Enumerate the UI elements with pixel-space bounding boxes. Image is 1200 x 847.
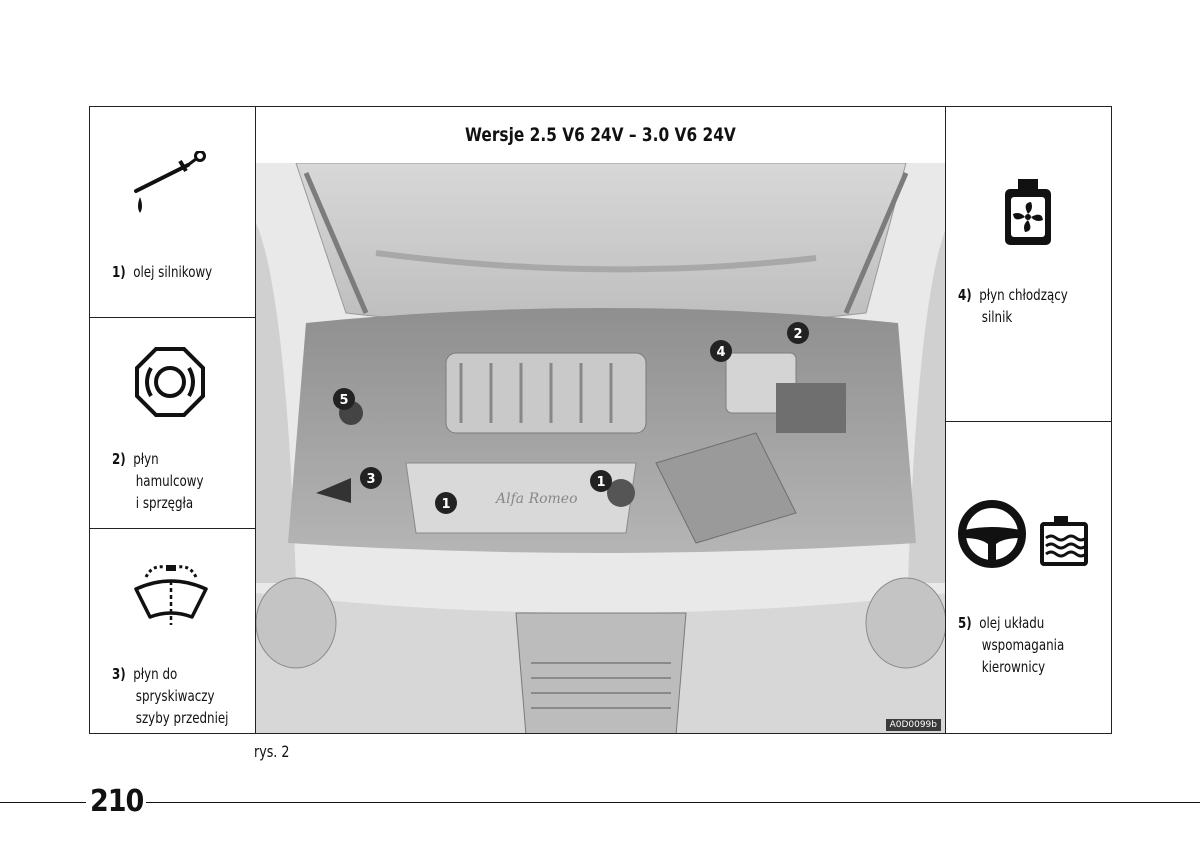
item-engine-oil: 1) olej silnikowy [90, 107, 255, 318]
item-5-number: 5) [958, 614, 972, 632]
item-5-text-line-2: wspomagania [981, 636, 1065, 654]
item-2-number: 2) [112, 450, 126, 468]
power-steering-fluid-icon [958, 500, 1088, 568]
svg-text:1: 1 [441, 497, 450, 512]
engine-cover-badge: Alfa Romeo [494, 491, 578, 507]
marker-1-oil-cap: 1 [590, 470, 612, 492]
marker-5-power-steering: 5 [333, 388, 355, 410]
item-3-text-line-3: szyby przedniej [135, 709, 229, 727]
item-brake-fluid: 2) płyn hamulcowy i sprzęgła [90, 318, 255, 529]
engine-bay-photo: Alfa Romeo 1 [256, 163, 945, 733]
engine-oil-dipstick-icon [134, 151, 206, 213]
marker-4-coolant: 4 [710, 340, 732, 362]
figure-caption: rys. 2 [254, 742, 290, 761]
engine-coolant-icon [1005, 179, 1051, 245]
svg-text:2: 2 [793, 327, 802, 342]
item-5-text-line-3: kierownicy [981, 658, 1046, 676]
figure-frame: 1) olej silnikowy 2) płyn hamulcowy i sp… [89, 106, 1112, 734]
left-column: 1) olej silnikowy 2) płyn hamulcowy i sp… [90, 107, 256, 733]
item-3-number: 3) [112, 665, 126, 683]
item-1-label: 1) olej silnikowy [112, 261, 212, 283]
svg-text:5: 5 [339, 393, 348, 408]
item-coolant: 4) płyn chłodzący silnik [946, 107, 1111, 422]
svg-text:3: 3 [366, 472, 375, 487]
item-2-label: 2) płyn hamulcowy i sprzęgła [112, 448, 204, 514]
engine-bay-illustration: Alfa Romeo 1 [256, 163, 945, 733]
item-power-steering: 5) olej układu wspomagania kierownicy [946, 422, 1111, 735]
figure-title: Wersje 2.5 V6 24V – 3.0 V6 24V [256, 107, 945, 164]
item-2-text-line-2: hamulcowy [135, 472, 204, 490]
brake-fluid-icon [135, 347, 205, 417]
item-2-text-line-3: i sprzęgła [135, 494, 194, 512]
windscreen-washer-icon [134, 565, 208, 625]
item-4-label: 4) płyn chłodzący silnik [958, 284, 1068, 328]
svg-text:4: 4 [716, 345, 725, 360]
item-1-number: 1) [112, 263, 126, 281]
item-3-text-line-1: płyn do [133, 665, 178, 683]
marker-2-brake: 2 [787, 322, 809, 344]
item-3-text-line-2: spryskiwaczy [135, 687, 215, 705]
item-2-text-line-1: płyn [133, 450, 159, 468]
marker-3-washer: 3 [360, 467, 382, 489]
item-5-text-line-1: olej układu [979, 614, 1045, 632]
page-number: 210 [90, 784, 144, 819]
item-4-number: 4) [958, 286, 972, 304]
footer-rule-right [146, 802, 1200, 803]
footer-rule-left [0, 802, 86, 803]
right-column: 4) płyn chłodzący silnik 5) olej układu [945, 107, 1111, 733]
item-4-text-line-1: płyn chłodzący [979, 286, 1068, 304]
item-1-text: olej silnikowy [133, 263, 213, 281]
svg-text:1: 1 [596, 475, 605, 490]
item-3-label: 3) płyn do spryskiwaczy szyby przedniej [112, 663, 228, 729]
item-washer-fluid: 3) płyn do spryskiwaczy szyby przedniej [90, 529, 255, 735]
photo-code: A0D0099b [885, 719, 941, 731]
item-5-label: 5) olej układu wspomagania kierownicy [958, 612, 1064, 678]
item-4-text-line-2: silnik [981, 308, 1013, 326]
marker-1-dipstick: 1 [435, 492, 457, 514]
